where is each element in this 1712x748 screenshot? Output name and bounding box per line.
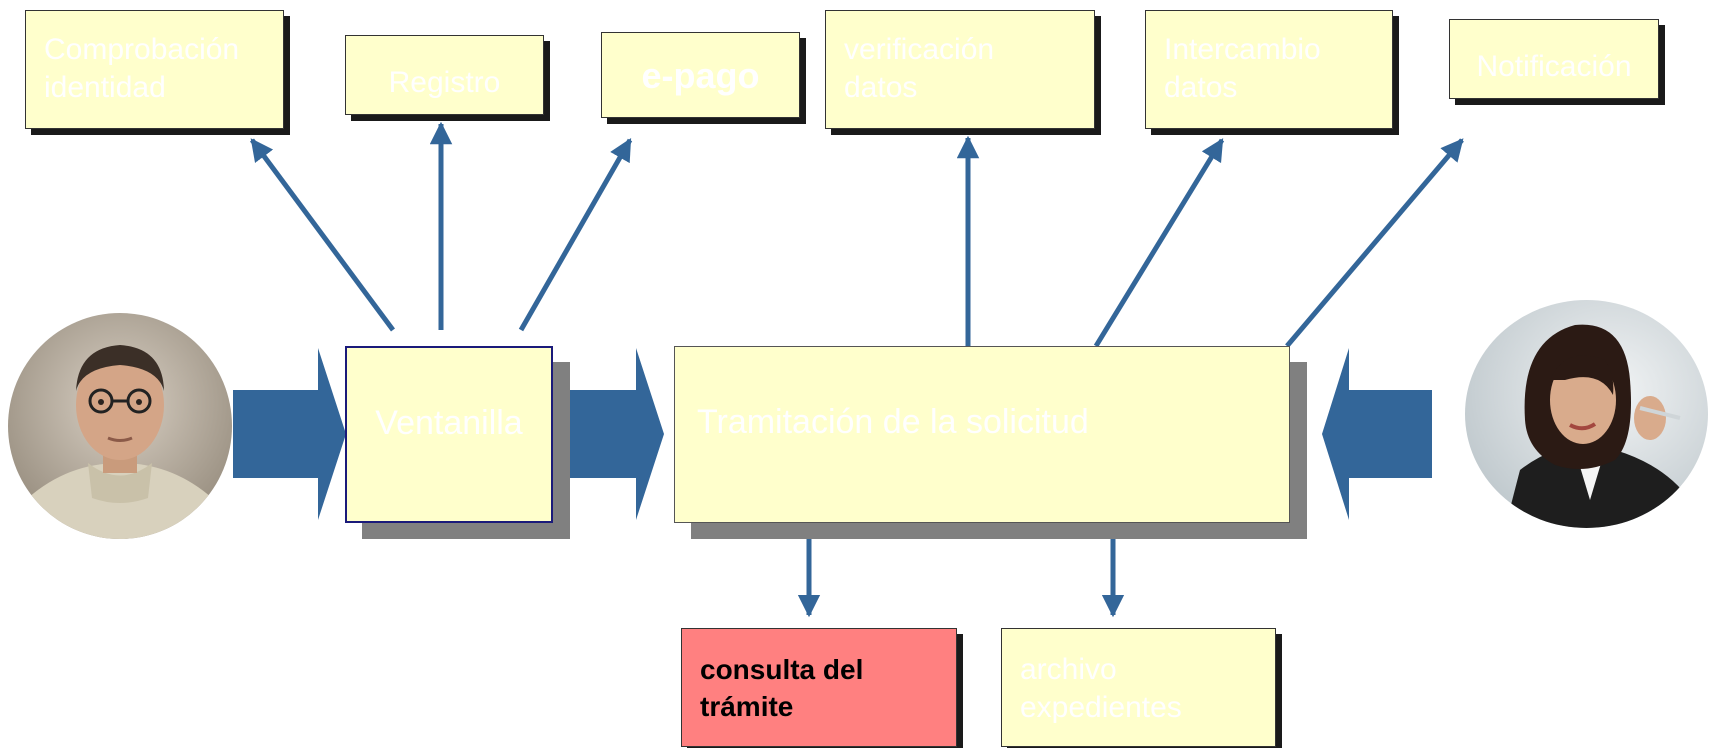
data-exchange-box: Intercambio datos xyxy=(1145,10,1393,129)
notification-box: Notificación xyxy=(1449,19,1659,99)
arrow-to-exchange xyxy=(1093,138,1225,348)
identity-check-box: Comprobación identidad xyxy=(25,10,284,129)
epayment-label: e-pago xyxy=(641,55,760,96)
arrow-to-epayment xyxy=(518,138,633,332)
counter-box: Ventanilla xyxy=(345,346,553,523)
registry-box: Registro xyxy=(345,35,544,115)
status-query-box: consulta del trámite xyxy=(681,628,957,747)
flow-arrow-citizen-to-counter xyxy=(233,348,346,520)
status-query-label: consulta del trámite xyxy=(700,654,864,722)
processing-box: Tramitación de la solicitud xyxy=(674,346,1290,523)
data-exchange-label: Intercambio datos xyxy=(1164,33,1321,104)
officer-portrait xyxy=(1465,300,1708,528)
arrow-to-notification xyxy=(1285,138,1464,348)
identity-check-label: Comprobación identidad xyxy=(44,33,240,104)
archive-label: archivo expedientes xyxy=(1020,653,1182,724)
epayment-box: e-pago xyxy=(601,32,800,118)
processing-label: Tramitación de la solicitud xyxy=(697,403,1089,441)
registry-label: Registro xyxy=(388,66,501,99)
flow-arrow-counter-to-processing xyxy=(554,348,664,520)
notification-label: Notificación xyxy=(1476,50,1632,83)
archive-box: archivo expedientes xyxy=(1001,628,1276,747)
arrow-to-identity xyxy=(249,138,396,332)
citizen-portrait xyxy=(8,313,232,539)
data-verification-box: verificación datos xyxy=(825,10,1095,129)
data-verification-label: verificación datos xyxy=(844,33,995,104)
flow-arrow-officer-to-processing xyxy=(1322,348,1432,520)
counter-label: Ventanilla xyxy=(375,404,523,442)
